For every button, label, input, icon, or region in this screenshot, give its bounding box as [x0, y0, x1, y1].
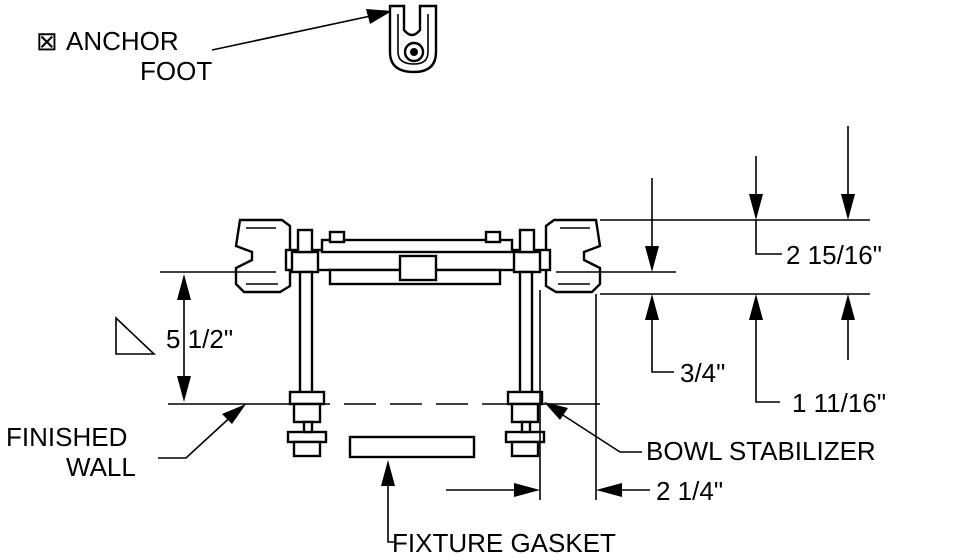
dim-top-offset: 2 15/16"	[749, 126, 882, 270]
finished-wall-callout: FINISHED WALL	[6, 404, 246, 482]
right-nut-lower	[510, 440, 540, 458]
right-nut-upper	[510, 402, 540, 424]
dim-height-left: 5 1/2"	[115, 271, 276, 402]
left-bolt-top	[296, 228, 314, 254]
left-bolt-shaft	[298, 270, 314, 398]
right-washer-lower	[504, 430, 546, 444]
dim-top-offset-label: 2 15/16"	[786, 240, 882, 270]
dim-small-offset-label: 3/4"	[680, 358, 725, 388]
dim-small-offset: 3/4"	[645, 178, 725, 388]
left-washer-upper	[288, 390, 326, 406]
anchor-foot-part	[388, 4, 438, 74]
finished-wall-label-line2: WALL	[66, 452, 136, 482]
left-nut-upper	[292, 402, 322, 424]
slope-triangle-icon	[115, 316, 157, 355]
anchor-foot-callout: ⊠ ANCHOR FOOT	[36, 9, 392, 86]
right-bracket	[544, 218, 602, 294]
left-washer-lower	[286, 430, 328, 444]
flange-top	[320, 238, 514, 254]
right-bolt-shaft	[518, 270, 534, 398]
anchor-foot-label-line1: ANCHOR	[66, 26, 179, 56]
dim-wall-offset: 2 1/4"	[446, 476, 723, 506]
anchor-foot-inner-edge	[397, 14, 429, 65]
flange-center-hub	[398, 254, 438, 282]
left-top-nut	[290, 250, 320, 274]
finished-wall-label-line1: FINISHED	[6, 422, 127, 452]
bowl-stabilizer-label: BOWL STABILIZER	[646, 436, 876, 466]
fixture-gasket-part	[348, 435, 476, 459]
dim-extension-lines	[539, 219, 870, 500]
anchor-foot-leader	[211, 13, 381, 51]
dim-mid-offset: 1 11/16"	[749, 294, 886, 418]
dim-height-left-label: 5 1/2"	[166, 324, 233, 354]
anchor-foot-label-line2: FOOT	[140, 56, 212, 86]
fixture-gasket-callout: FIXTURE GASKET	[381, 460, 616, 558]
boxed-x-symbol: ⊠	[36, 26, 58, 56]
bowl-stabilizer-callout: BOWL STABILIZER	[544, 402, 876, 466]
fixture-gasket-label: FIXTURE GASKET	[392, 528, 616, 558]
right-washer-upper	[506, 390, 544, 406]
flange-assembly	[234, 218, 602, 459]
dim-mid-offset-label: 1 11/16"	[792, 388, 886, 418]
anchor-foot-arrowhead	[366, 9, 392, 24]
dim-wall-offset-label: 2 1/4"	[656, 476, 723, 506]
right-bolt-top	[518, 228, 536, 254]
left-bracket	[234, 218, 292, 294]
right-top-nut	[512, 250, 542, 274]
left-nut-lower	[292, 440, 322, 458]
